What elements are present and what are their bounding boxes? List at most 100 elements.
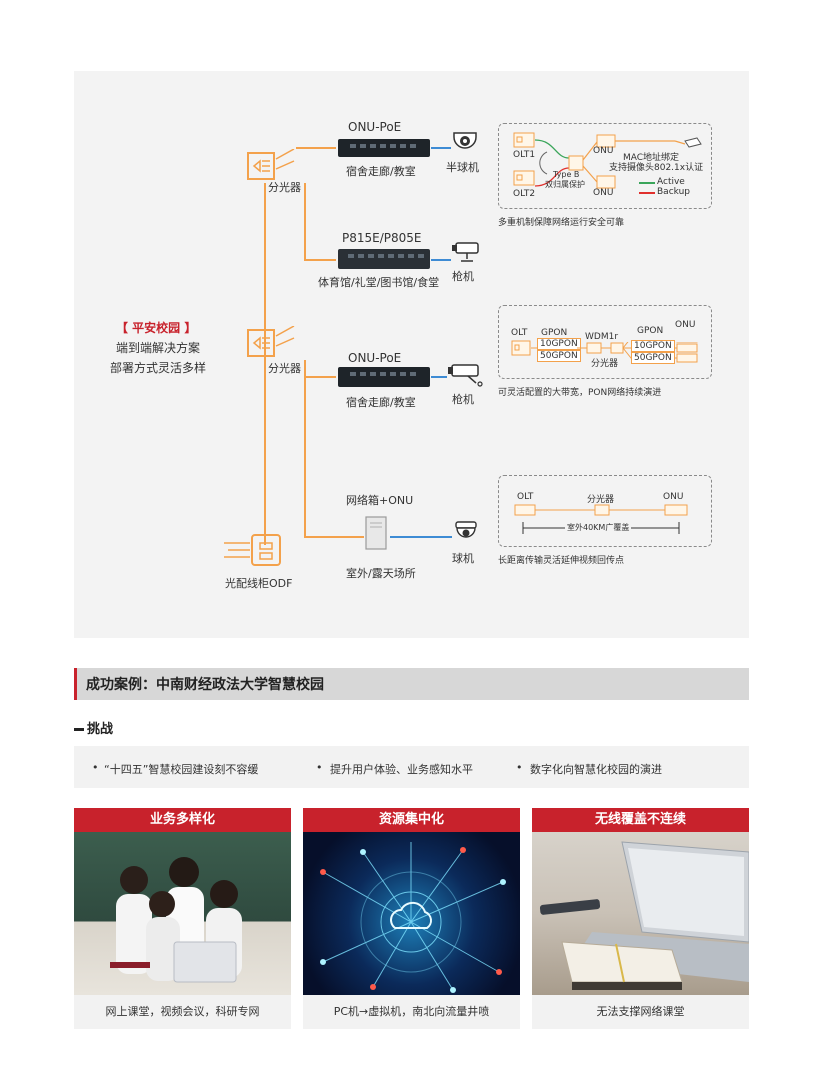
box3-links <box>514 504 688 534</box>
branch2-device-title: P815E/P805E <box>342 231 422 245</box>
olt1-label: OLT1 <box>513 150 536 160</box>
branch3-device-title: ONU-PoE <box>348 351 402 365</box>
challenge-bullet: 提升用户体验、业务感知水平 <box>330 763 473 776</box>
network-box-icon <box>365 516 387 550</box>
olt-icon <box>513 170 535 186</box>
legend-backup-label: Backup <box>657 187 690 197</box>
challenge-card: 资源集中化 PC机→虚拟机，南北向流量井喷 <box>303 808 520 1029</box>
box2-olt-label: OLT <box>511 328 528 338</box>
splitter-icon <box>247 149 295 180</box>
box3-olt: OLT <box>517 492 534 502</box>
box2-10gpon-right: 10GPON <box>631 340 675 352</box>
odf-cabinet-icon <box>224 534 281 566</box>
olt-icon <box>513 132 535 148</box>
ethernet-branch1 <box>431 147 451 149</box>
students-photo <box>74 832 291 995</box>
box3-splitter: 分光器 <box>587 495 615 505</box>
case-title-bar: 成功案例：中南财经政法大学智慧校园 <box>74 668 749 700</box>
challenge-heading-text: 挑战 <box>87 722 114 737</box>
card-caption: PC机→虚拟机，南北向流量井喷 <box>333 1005 490 1018</box>
typeb-line1: Type B <box>553 170 580 179</box>
fiber-branch3-h <box>304 376 336 378</box>
box2-50gpon-right: 50GPON <box>631 352 675 364</box>
title-accent <box>74 668 77 700</box>
p815e-switch <box>338 249 430 269</box>
box2-onu: ONU <box>675 320 696 330</box>
legend-backup-swatch <box>639 192 655 194</box>
card-caption: 网上课堂，视频会议，科研专网 <box>105 1005 260 1018</box>
odf-label: 光配线柜ODF <box>225 577 293 590</box>
fiber-to-odf <box>264 543 266 545</box>
card-caption: 无法支撑网络课堂 <box>596 1005 685 1018</box>
challenge-bullet: “十四五”智慧校园建设刻不容缓 <box>104 763 259 776</box>
long-distance-box: OLT 分光器 ONU 室外40KM广覆盖 <box>498 475 712 547</box>
box2-50gpon-left: 50GPON <box>537 350 581 362</box>
card-title: 资源集中化 <box>303 808 520 832</box>
onu-bottom-label: ONU <box>593 188 614 198</box>
branch1-camera-label: 半球机 <box>446 161 479 174</box>
branch4-device-title: 网络箱+ONU <box>346 494 414 507</box>
branch3-device-sub: 宿舍走廊/教室 <box>346 396 416 409</box>
fiber-branch4-h <box>304 536 364 538</box>
case-title: 成功案例：中南财经政法大学智慧校园 <box>86 677 324 693</box>
branch4-device-sub: 室外/露天场所 <box>346 567 416 580</box>
cloud-network-image <box>303 832 520 995</box>
bullet-dot-icon: • <box>516 761 523 774</box>
fiber-trunk <box>264 183 266 543</box>
fiber-branch2 <box>304 183 306 259</box>
dash-icon <box>74 728 84 731</box>
box2-wdm: WDM1r <box>585 332 619 342</box>
branch2-device-sub: 体育馆/礼堂/图书馆/食堂 <box>318 276 440 289</box>
legend-active-swatch <box>639 182 655 184</box>
branch3-camera-label: 枪机 <box>452 393 474 406</box>
cloud-network-illustration <box>320 842 506 993</box>
protection-box: OLT1 OLT2 ONU ONU Type B 双归属保护 MAC地址绑定 支… <box>498 123 712 209</box>
box3-onu: ONU <box>663 492 684 502</box>
onu-poe-switch <box>338 367 430 387</box>
card-title: 业务多样化 <box>74 808 291 832</box>
challenge-card: 无线覆盖不连续 无法支撑网络课堂 <box>532 808 749 1029</box>
challenge-heading: 挑战 <box>74 718 113 737</box>
bullet-dot-icon: • <box>316 761 323 774</box>
challenge-card: 业务多样化 网上课堂，视频会议，科研专网 <box>74 808 291 1029</box>
box2-splitter: 分光器 <box>591 359 619 369</box>
laptop-desk-photo <box>532 832 749 995</box>
olt-icon <box>511 340 531 356</box>
bullet-camera-icon <box>452 242 479 262</box>
laptop-desk-illustration <box>539 841 749 990</box>
bullet-dot-icon: • <box>92 761 99 774</box>
ethernet-branch4 <box>390 536 452 538</box>
box1-caption: 多重机制保障网络运行安全可靠 <box>498 218 625 228</box>
mac-line2: 支持摄像头802.1x认证 <box>609 163 704 173</box>
ethernet-branch3 <box>431 376 447 378</box>
challenge-bullets: • “十四五”智慧校园建设刻不容缓 • 提升用户体验、业务感知水平 • 数字化向… <box>74 746 749 788</box>
network-diagram: 分光器 分光器 光配线柜ODF 【 平安校园 】 端到端解决方案 部署方式灵活多… <box>74 71 749 638</box>
protection-links <box>535 134 702 189</box>
ped-title: 【 平安校园 】 <box>116 321 197 335</box>
branch1-device-sub: 宿舍走廊/教室 <box>346 165 416 178</box>
fiber-branch1 <box>296 147 336 149</box>
branch2-camera-label: 枪机 <box>452 270 474 283</box>
box2-gpon-right: GPON <box>637 326 664 336</box>
splitter2-label: 分光器 <box>268 362 301 375</box>
olt2-label: OLT2 <box>513 189 536 199</box>
speed-dome-camera-icon <box>455 521 477 538</box>
branch1-device-title: ONU-PoE <box>348 120 402 134</box>
mac-line1: MAC地址绑定 <box>623 153 680 163</box>
box2-gpon-left: GPON <box>541 328 568 338</box>
ped-line1: 端到端解决方案 <box>116 341 201 355</box>
dome-camera-icon <box>453 132 477 149</box>
splitter1-label: 分光器 <box>268 181 301 194</box>
box3-caption: 长距离传输灵活延伸视频回传点 <box>498 556 625 566</box>
card-title: 无线覆盖不连续 <box>532 808 749 832</box>
challenge-bullet: 数字化向智慧化校园的演进 <box>530 763 662 776</box>
box2-10gpon-left: 10GPON <box>537 338 581 350</box>
ped-line2: 部署方式灵活多样 <box>110 361 207 375</box>
branch4-camera-label: 球机 <box>452 552 474 565</box>
bandwidth-box: OLT GPON 10GPON 50GPON WDM1r 分光器 GPON ON… <box>498 305 712 379</box>
box3-range: 室外40KM广覆盖 <box>565 522 632 533</box>
box2-caption: 可灵活配置的大带宽，PON网络持续演进 <box>498 388 662 398</box>
onu-top-label: ONU <box>593 146 614 156</box>
fiber-branch3 <box>304 360 306 376</box>
splitter-icon <box>247 326 295 357</box>
